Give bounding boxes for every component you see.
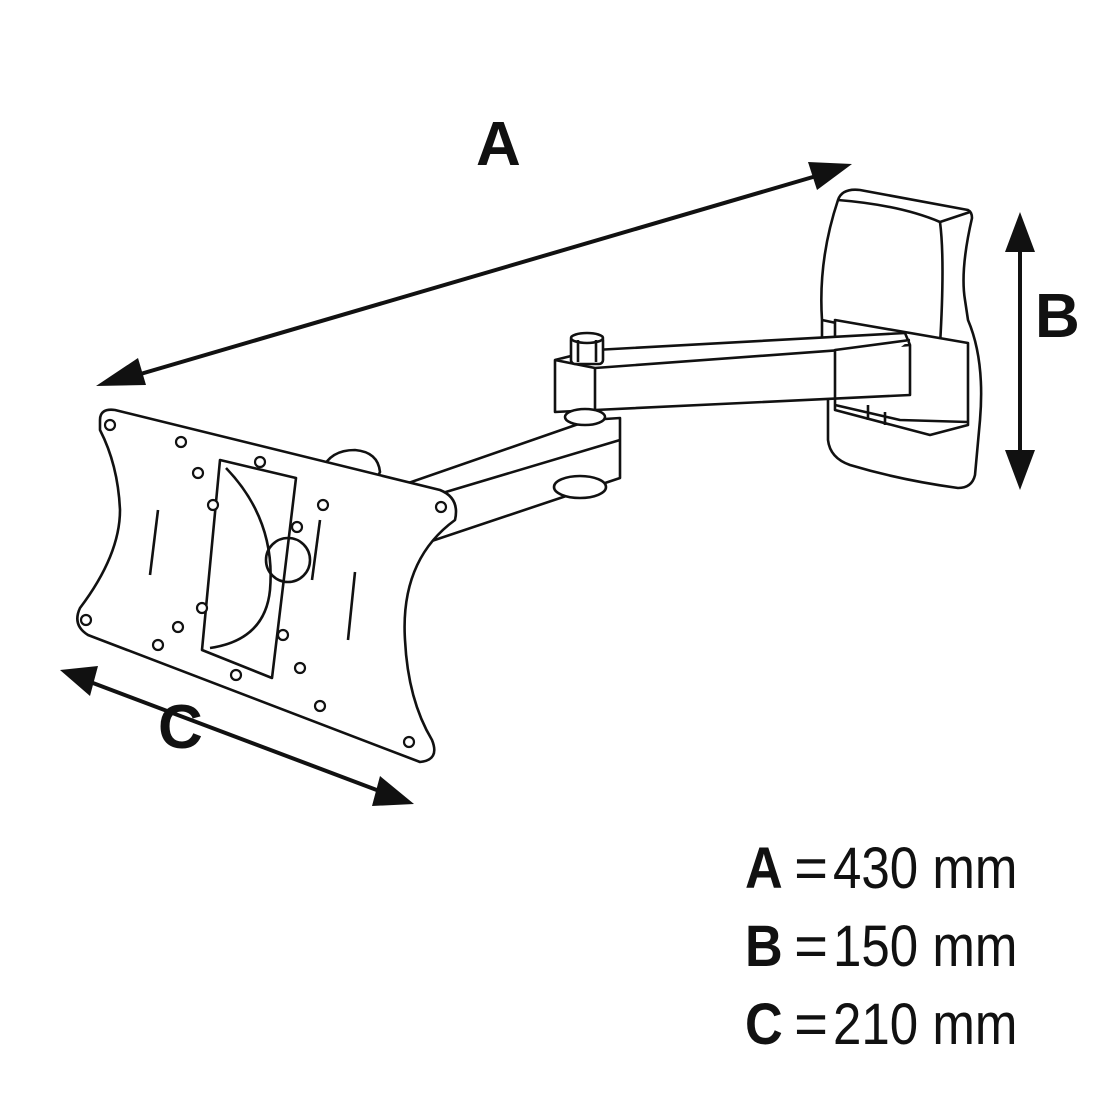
mounting-hole — [434, 500, 448, 514]
dimension-c-label: C — [158, 693, 203, 762]
legend-equals: = — [794, 836, 828, 901]
mounting-hole — [402, 735, 416, 749]
mounting-hole — [79, 613, 93, 627]
mounting-hole — [171, 620, 185, 634]
mounting-hole — [151, 638, 165, 652]
legend-value: 210 mm — [833, 992, 1018, 1057]
legend-key: C — [745, 992, 783, 1057]
mounting-hole — [191, 466, 205, 480]
mounting-hole — [206, 498, 220, 512]
dimension-a-label: A — [476, 110, 521, 179]
mounting-hole — [253, 455, 267, 469]
mounting-holes — [79, 418, 448, 749]
mounting-hole — [290, 520, 304, 534]
legend-key: A — [745, 836, 783, 901]
legend-row-b: B = 150 mm — [745, 908, 1043, 986]
mounting-hole — [276, 628, 290, 642]
pivot-bolt — [569, 331, 605, 366]
upper-arm — [553, 331, 912, 414]
mounting-hole — [103, 418, 117, 432]
legend-equals: = — [794, 914, 828, 979]
legend-value: 430 mm — [833, 836, 1018, 901]
dimension-b-label: B — [1035, 282, 1080, 351]
dimension-legend: A = 430 mm B = 150 mm C = 210 mm — [745, 830, 1043, 1064]
mounting-hole — [229, 668, 243, 682]
legend-value: 150 mm — [833, 914, 1018, 979]
mounting-hole — [313, 699, 327, 713]
legend-key: B — [745, 914, 783, 979]
legend-row-a: A = 430 mm — [745, 830, 1043, 908]
dimension-c-arrow — [60, 666, 414, 806]
mounting-hole — [174, 435, 188, 449]
mounting-hole — [293, 661, 307, 675]
legend-row-c: C = 210 mm — [745, 986, 1043, 1064]
dimension-a-arrow — [96, 162, 852, 386]
mounting-hole — [316, 498, 330, 512]
mounting-hole — [195, 601, 209, 615]
tv-plate — [76, 408, 458, 764]
legend-equals: = — [794, 992, 828, 1057]
dimension-b-arrow — [1005, 212, 1035, 490]
